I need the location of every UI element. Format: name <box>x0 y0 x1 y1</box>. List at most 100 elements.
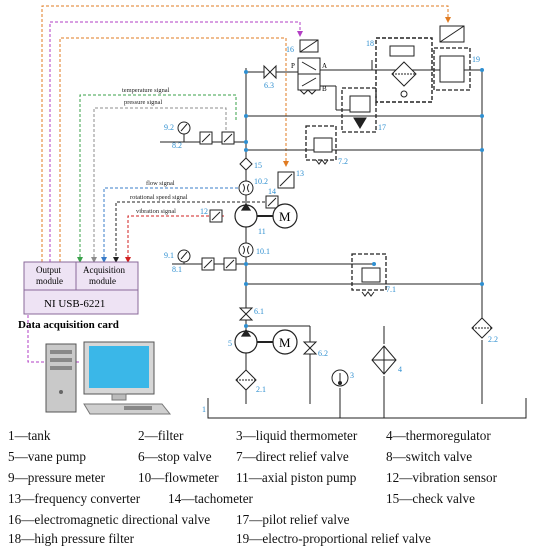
label-15: 15 <box>254 161 262 170</box>
computer-icon <box>45 341 172 415</box>
legend-item-14: 14—tachometer <box>168 491 253 506</box>
junction-nodes <box>244 68 484 328</box>
label-2-1: 2.1 <box>256 385 266 394</box>
label-2-2: 2.2 <box>488 335 498 344</box>
flowmeter-10-2 <box>238 180 254 196</box>
label-10-2: 10.2 <box>254 177 268 186</box>
directional-valve-16 <box>297 39 321 95</box>
frequency-converter-13 <box>277 171 295 189</box>
pressure-meter-9-2 <box>177 121 191 142</box>
label-1: 1 <box>202 405 206 414</box>
label-5: 5 <box>228 339 232 348</box>
thermoregulator-4 <box>371 345 397 375</box>
pressure-meter-9-1 <box>177 249 191 264</box>
component-number-labels: 16 18 19 6.3 17 9.2 8.2 15 13 7.2 10.2 1… <box>164 39 498 414</box>
switch-valves-8-1 <box>201 257 237 271</box>
label-4: 4 <box>398 365 402 374</box>
label-16: 16 <box>286 45 294 54</box>
pressure-signal-label: pressure signal <box>124 99 162 106</box>
vibration-signal-label: vibration signal <box>136 208 176 215</box>
tachometer-14 <box>265 195 279 209</box>
label-11: 11 <box>258 227 266 236</box>
legend-item-12: 12—vibration sensor <box>386 470 497 485</box>
legend-item-11: 11—axial piston pump <box>236 470 357 485</box>
pilot-relief-valve-17 <box>341 87 377 133</box>
temperature-signal-label: temperature signal <box>122 87 170 94</box>
magenta-wire-to-16 <box>49 21 303 262</box>
label-6-1: 6.1 <box>254 307 264 316</box>
label-6-3: 6.3 <box>264 81 274 90</box>
label-9-1: 9.1 <box>164 251 174 260</box>
legend-item-7: 7—direct relief valve <box>236 449 349 464</box>
port-b-label: B <box>322 85 327 93</box>
label-9-2: 9.2 <box>164 123 174 132</box>
legend-item-18: 18—high pressure filter <box>8 531 134 546</box>
relief-valve-7-1 <box>351 253 387 297</box>
temperature-wire <box>77 94 237 263</box>
label-10-1: 10.1 <box>256 247 270 256</box>
legend-item-19: 19—electro-proportional relief valve <box>236 531 431 546</box>
liquid-thermometer-3 <box>331 369 349 387</box>
stop-valve-6-3 <box>263 64 277 80</box>
axial-piston-pump-11 <box>234 202 298 229</box>
filter-2-2 <box>471 317 493 339</box>
legend-item-4: 4—thermoregulator <box>386 428 491 443</box>
legend-item-2: 2—filter <box>138 428 184 443</box>
label-8-1: 8.1 <box>172 265 182 274</box>
flowmeter-10-1 <box>238 242 254 258</box>
flow-signal-label: flow signal <box>146 180 175 187</box>
legend-item-3: 3—liquid thermometer <box>236 428 358 443</box>
label-7-1: 7.1 <box>386 285 396 294</box>
label-6-2: 6.2 <box>318 349 328 358</box>
data-acquisition-card <box>23 261 139 315</box>
filter-2-1 <box>235 369 257 391</box>
output-module-line1: Output <box>36 265 62 275</box>
hydraulic-lines <box>160 60 527 419</box>
high-pressure-filter-18 <box>375 37 433 103</box>
pressure-wire <box>91 107 227 263</box>
stop-valve-6-2 <box>302 341 318 355</box>
label-13: 13 <box>296 169 304 178</box>
rotational-speed-wire <box>113 201 270 263</box>
legend-item-1: 1—tank <box>8 428 51 443</box>
output-module-line2: module <box>36 276 63 286</box>
rotational-speed-signal-label: rotational speed signal <box>130 194 188 201</box>
legend-item-10: 10—flowmeter <box>138 470 219 485</box>
signal-wires <box>27 5 451 363</box>
legend-item-6: 6—stop valve <box>138 449 212 464</box>
label-18: 18 <box>366 39 374 48</box>
legend-item-13: 13—frequency converter <box>8 491 141 506</box>
label-19: 19 <box>472 55 480 64</box>
label-17: 17 <box>378 123 386 132</box>
pump-11-motor-label: M <box>279 209 291 224</box>
port-p-label: P <box>291 62 295 70</box>
daq-caption: Data acquisition card <box>18 319 119 331</box>
daq-device-name: NI USB-6221 <box>44 298 105 310</box>
label-7-2: 7.2 <box>338 157 348 166</box>
label-8-2: 8.2 <box>172 141 182 150</box>
proportional-relief-valve-19 <box>433 25 471 91</box>
orange-wire-to-13 <box>59 37 289 262</box>
switch-valves-8-2 <box>199 131 235 145</box>
stop-valve-6-1 <box>238 307 254 321</box>
legend-item-16: 16—electromagnetic directional valve <box>8 512 211 527</box>
vibration-sensor-12 <box>209 209 223 223</box>
legend-item-15: 15—check valve <box>386 491 475 506</box>
vane-pump-5 <box>234 328 298 355</box>
port-a-label: A <box>322 62 327 70</box>
relief-valve-7-2 <box>305 125 337 165</box>
check-valve-15 <box>239 157 253 171</box>
vibration-wire <box>125 215 224 263</box>
pump-5-motor-label: M <box>279 335 291 350</box>
legend-item-8: 8—switch valve <box>386 449 473 464</box>
label-3: 3 <box>350 371 354 380</box>
label-14: 14 <box>268 187 276 196</box>
legend-item-17: 17—pilot relief valve <box>236 512 350 527</box>
legend-item-5: 5—vane pump <box>8 449 87 464</box>
legend-item-9: 9—pressure meter <box>8 470 106 485</box>
acquisition-module-line2: module <box>89 276 116 286</box>
label-12: 12 <box>200 207 208 216</box>
orange-wire-to-19 <box>41 5 451 262</box>
acquisition-module-line1: Acquisition <box>83 265 125 275</box>
